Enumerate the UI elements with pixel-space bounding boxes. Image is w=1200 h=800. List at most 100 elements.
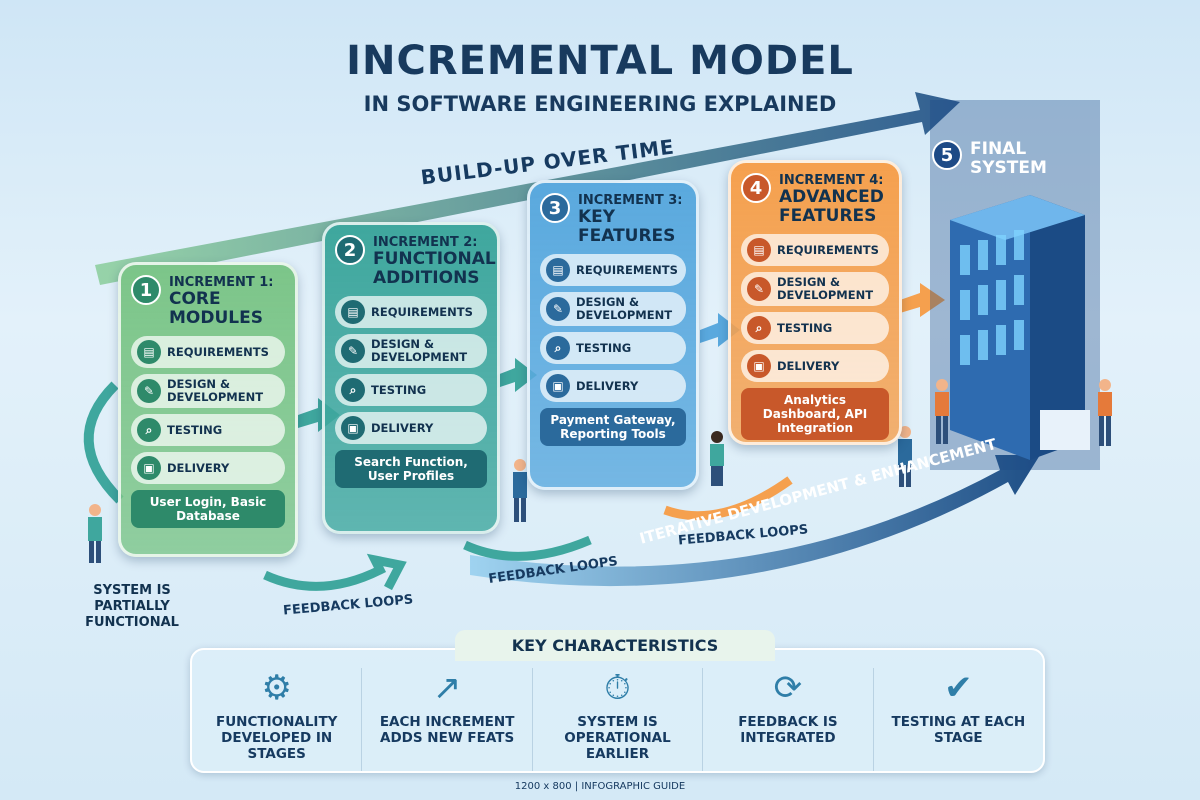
phase-label: TESTING (371, 382, 427, 397)
feedback-cycle-icon: ⟳ (773, 668, 803, 708)
phase-step: ✎DESIGN & DEVELOPMENT (335, 334, 487, 368)
phase-step: ▣ DELIVERY (131, 452, 285, 484)
phase-step: ⌕ TESTING (131, 414, 285, 446)
increment-name: FUNCTIONAL ADDITIONS (373, 249, 496, 288)
characteristic-item: ✔ TESTING AT EACH STAGE (874, 668, 1043, 771)
feedback-arrow (663, 476, 793, 521)
buildup-arrow (95, 92, 960, 285)
increment-header: 4 INCREMENT 4:ADVANCED FEATURES (741, 173, 889, 226)
connector-arrow (700, 313, 740, 347)
page-title: INCREMENTAL MODEL (346, 38, 854, 84)
key-characteristics-panel: ⚙ FUNCTIONALITY DEVELOPED IN STAGES ↗ EACH … (190, 648, 1045, 773)
step-number-badge: 5 (932, 140, 962, 170)
wrench-icon: ✎ (341, 339, 365, 363)
phase-step: ⌕ TESTING (540, 332, 686, 364)
increment-header: 2 INCREMENT 2:FUNCTIONAL ADDITIONS (335, 235, 496, 288)
phase-step: ▣ DELIVERY (540, 370, 686, 402)
key-characteristics-title: KEY CHARACTERISTICS (455, 630, 775, 661)
increment-label: INCREMENT 1: (169, 275, 274, 290)
connector-arrow (900, 283, 945, 317)
phase-label: DELIVERY (576, 378, 639, 393)
step-number-badge: 2 (335, 235, 365, 265)
magnifier-icon: ⌕ (341, 378, 365, 402)
phase-label: DELIVERY (371, 420, 434, 435)
characteristic-label: EACH INCREMENT ADDS NEW FEATS (379, 714, 515, 746)
phase-label: DELIVERY (167, 460, 230, 475)
phase-step: ▤ REQUIREMENTS (335, 296, 487, 328)
package-icon: ▣ (137, 456, 161, 480)
characteristic-label: FUNCTIONALITY DEVELOPED IN STAGES (215, 714, 338, 762)
document-icon: ▤ (546, 258, 570, 282)
final-system-title: FINAL SYSTEM (970, 139, 1047, 178)
connector-arrow (497, 358, 537, 392)
increment-label: INCREMENT 2: (373, 235, 478, 250)
increment-features: Search Function, User Profiles (335, 450, 487, 488)
phase-step: ✎DESIGN & DEVELOPMENT (540, 292, 686, 326)
increment-features: User Login, Basic Database (131, 490, 285, 528)
increment-features: Analytics Dashboard, API Integration (741, 388, 889, 440)
iterative-arrow (470, 455, 1040, 587)
increment-header: 1 INCREMENT 1:CORE MODULES (131, 275, 285, 328)
phase-step: ▣ DELIVERY (741, 350, 889, 382)
increment-4-panel: 4 INCREMENT 4:ADVANCED FEATURES ▤ REQUIREME… (728, 160, 902, 445)
characteristic-item: ⟳FEEDBACK IS INTEGRATED (703, 668, 874, 771)
phase-label: DESIGN & DEVELOPMENT (777, 275, 874, 302)
wrench-icon: ✎ (137, 379, 161, 403)
phase-step: ⌕ TESTING (741, 312, 889, 344)
magnifier-icon: ⌕ (546, 336, 570, 360)
trend-arrow-icon: ↗ (432, 668, 462, 708)
phase-step: ✎DESIGN & DEVELOPMENT (741, 272, 889, 306)
phase-label: DELIVERY (777, 358, 840, 373)
page-subtitle: IN SOFTWARE ENGINEERING EXPLAINED (363, 92, 837, 116)
magnifier-icon: ⌕ (137, 418, 161, 442)
increment-name: KEY FEATURES (578, 207, 676, 246)
characteristic-label: TESTING AT EACH STAGE (891, 714, 1026, 746)
feedback-arrow (463, 535, 592, 561)
characteristic-item: ⚙ FUNCTIONALITY DEVELOPED IN STAGES (192, 668, 363, 771)
final-system-header: 5 FINAL SYSTEM (932, 140, 1050, 178)
feedback-arrow (263, 553, 407, 591)
phase-label: REQUIREMENTS (777, 242, 879, 257)
document-icon: ▤ (341, 300, 365, 324)
package-icon: ▣ (747, 354, 771, 378)
phase-label: DESIGN & DEVELOPMENT (371, 337, 468, 364)
increment-label: INCREMENT 4: (779, 173, 884, 188)
package-icon: ▣ (341, 416, 365, 440)
phase-step: ▤ REQUIREMENTS (131, 336, 285, 368)
gears-icon: ⚙ (261, 668, 292, 708)
phase-step: ▤REQUIREMENTS (540, 254, 686, 286)
magnifier-icon: ⌕ (747, 316, 771, 340)
increment-header: 3 INCREMENT 3:KEY FEATURES (540, 193, 686, 246)
footer: 1200 x 800 | INFOGRAPHIC GUIDE (514, 781, 686, 792)
package-icon: ▣ (546, 374, 570, 398)
wrench-icon: ✎ (747, 277, 771, 301)
increment-name: CORE MODULES (169, 289, 263, 328)
phase-step: ▣ DELIVERY (335, 412, 487, 444)
phase-label: REQUIREMENTS (167, 344, 269, 359)
phase-label: TESTING (777, 320, 833, 335)
step-number-badge: 1 (131, 275, 161, 305)
phase-label: REQUIREMENTS (371, 304, 473, 319)
step-number-badge: 3 (540, 193, 570, 223)
phase-label: TESTING (576, 340, 632, 355)
phase-label: DESIGN & DEVELOPMENT (167, 377, 264, 404)
increment-features: Payment Gateway, Reporting Tools (540, 408, 686, 446)
person-figure (88, 379, 1112, 563)
document-icon: ▤ (747, 238, 771, 262)
increment-label: INCREMENT 3: (578, 193, 683, 208)
stopwatch-icon: ⏱ (604, 668, 631, 708)
step-number-badge: 4 (741, 173, 771, 203)
document-icon: ▤ (137, 340, 161, 364)
phase-label: TESTING (167, 422, 223, 437)
phase-label: DESIGN & DEVELOPMENT (576, 295, 673, 322)
user-check-icon: ✔ (944, 668, 973, 708)
increment-name: ADVANCED FEATURES (779, 187, 884, 226)
partial-note: SYSTEM IS PARTIALLY FUNCTIONAL (85, 583, 179, 630)
final-system-building (930, 100, 1100, 470)
phase-step: ▤ REQUIREMENTS (741, 234, 889, 266)
wrench-icon: ✎ (546, 297, 570, 321)
increment-2-panel: 2 INCREMENT 2:FUNCTIONAL ADDITIONS ▤ REQUIR… (322, 222, 500, 534)
characteristic-item: ↗ EACH INCREMENT ADDS NEW FEATS (362, 668, 533, 771)
connector-arrow (298, 398, 340, 432)
